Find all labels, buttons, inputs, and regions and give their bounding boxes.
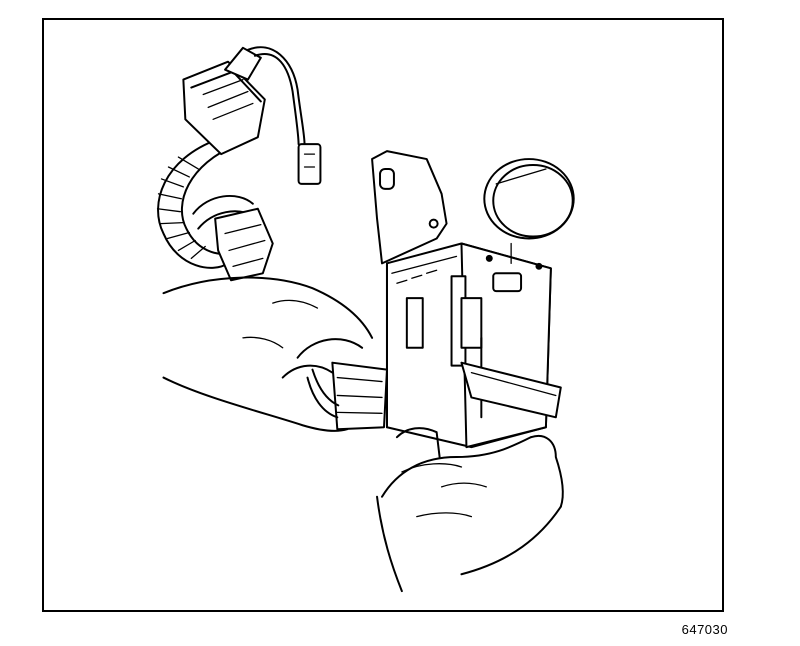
- electrical-connector: [306, 361, 388, 431]
- left-hand: [162, 276, 374, 432]
- wiring-harness: [156, 46, 322, 282]
- mounting-bracket: [371, 150, 448, 265]
- service-illustration: [156, 46, 575, 593]
- illustration-frame: [42, 18, 724, 612]
- switch-module: [385, 242, 562, 449]
- figure-number: 647030: [681, 622, 728, 637]
- round-cover: [483, 158, 575, 240]
- right-hand: [376, 427, 564, 593]
